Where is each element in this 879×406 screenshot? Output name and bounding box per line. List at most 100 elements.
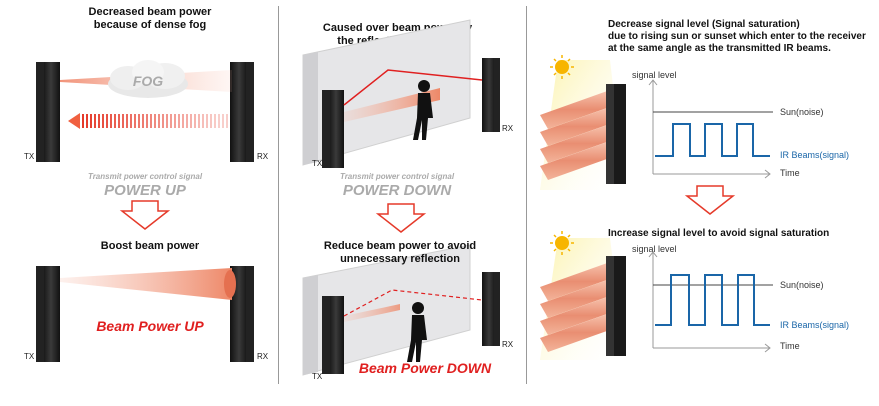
panel3-sun-label-bottom: Sun(noise)	[780, 280, 824, 290]
panel2-rx-label-bottom: RX	[502, 340, 514, 349]
panel1-arrow-stripe	[174, 114, 176, 128]
panel1-down-arrow	[119, 200, 171, 230]
panel2-tx-post	[328, 90, 344, 168]
panel1-arrow-stripe	[134, 114, 136, 128]
panel3-ylabel-bottom: signal level	[632, 244, 677, 254]
panel1-arrow-stripe	[122, 114, 124, 128]
panel2-weak-beam	[344, 304, 400, 322]
panel1-arrow-stripe	[182, 114, 184, 128]
panel3-receiver	[612, 84, 626, 184]
panel1-arrow-stripe	[150, 114, 152, 128]
panel2-rx-post	[482, 58, 496, 132]
panel2-tx-post-bottom	[328, 296, 344, 374]
panel1-result: Beam Power UP	[96, 318, 204, 334]
panel1-rx-label: RX	[257, 152, 269, 161]
panel2-reflection-line	[343, 69, 483, 106]
panel3-xlabel-top: Time	[780, 168, 800, 178]
panel2-person-bottom	[407, 302, 427, 362]
panel1-arrow-stripe	[130, 114, 132, 128]
panel1-arrow-stripe	[110, 114, 112, 128]
panel3-ylabel-top: signal level	[632, 70, 677, 80]
panel2-reflection-dashed	[343, 289, 483, 317]
panel2-down-arrow	[375, 203, 427, 233]
panel1-arrow-stripe	[102, 114, 104, 128]
panel1-arrow-stripe	[158, 114, 160, 128]
panel1-arrow-stripe	[86, 114, 88, 128]
panel1-title-line2: because of dense fog	[93, 19, 207, 31]
panel2-rx-post-bottom	[482, 272, 496, 346]
panel1-tx-post-bottom	[42, 266, 60, 362]
panel1-arrow-stripe	[214, 114, 216, 128]
panel3-ir-beams-bottom	[540, 262, 618, 352]
panel3-title-line1: Decrease signal level (Signal saturation…	[608, 19, 800, 30]
panel1-fog-cloud	[108, 60, 188, 98]
panel1-rx-label-bottom: RX	[257, 352, 269, 361]
panel1-fog-label: FOG	[132, 73, 164, 89]
panel1-arrow-stripe	[170, 114, 172, 128]
panel1-arrow-stripe	[82, 114, 84, 128]
panel1-arrow-stripe	[118, 114, 120, 128]
panel1-arrow-stripe	[146, 114, 148, 128]
panel1-arrow-stripe	[218, 114, 220, 128]
panel1-arrow-stripe	[194, 114, 196, 128]
panel3-title-line3: at the same angle as the transmitted IR …	[608, 43, 831, 54]
panel3-chart-bottom-axes	[648, 251, 771, 353]
panel1-arrow-stripe	[210, 114, 212, 128]
panel3-title-bottom: Increase signal level to avoid signal sa…	[608, 228, 830, 239]
panel1-title-bottom: Boost beam power	[100, 240, 200, 252]
panel2-rx-label: RX	[502, 124, 514, 133]
panel1-arrow-stripe	[222, 114, 224, 128]
panel1-arrow-stripe	[198, 114, 200, 128]
panel3-ir-signal-bottom	[655, 274, 770, 326]
panel2-person	[413, 80, 433, 140]
panel1-tx-label-bottom: TX	[24, 352, 35, 361]
panel1-arrow-stripe	[206, 114, 208, 128]
panel1-arrow-stripe	[226, 114, 228, 128]
panel2-tx-label: TX	[312, 159, 323, 168]
panel1-strong-beam	[60, 268, 232, 300]
panel1-arrow-stripe	[114, 114, 116, 128]
panel1-arrow-stripe	[186, 114, 188, 128]
panel3-ir-label-bottom: IR Beams(signal)	[780, 320, 850, 330]
panel1-arrow-stripe	[98, 114, 100, 128]
panel1-arrow-stripe	[106, 114, 108, 128]
panel3-receiver-bottom	[612, 256, 626, 356]
panel3-sun-icon	[550, 55, 574, 79]
panel1-arrow-stripe	[142, 114, 144, 128]
panel1-arrow-stripe	[90, 114, 92, 128]
panel1-title-line1: Decreased beam power	[88, 6, 212, 18]
panel3-title-top: Decrease signal level (Signal saturation…	[608, 19, 876, 55]
panel3-xlabel-bottom: Time	[780, 341, 800, 351]
panel1-arrow-stripe	[166, 114, 168, 128]
panel1-arrow-stripe	[94, 114, 96, 128]
panel1-arrow-stripe	[154, 114, 156, 128]
panel2-result: Beam Power DOWN	[358, 360, 492, 376]
panel3-chart-top-axes	[648, 79, 771, 179]
panel1-arrow-stripe	[162, 114, 164, 128]
panel2-title-bottom-line1: Reduce beam power to avoid	[323, 240, 477, 252]
panel3-sun-icon-bottom	[550, 231, 574, 255]
panel-divider-2	[526, 6, 527, 384]
panel3-ir-label-top: IR Beams(signal)	[780, 150, 850, 160]
panel3-sun-label-top: Sun(noise)	[780, 107, 824, 117]
panel1-rx-post	[230, 62, 248, 162]
panel2-title-bottom: Reduce beam power to avoid unnecessary r…	[310, 240, 490, 266]
panel3-ir-beams	[540, 90, 618, 180]
panel3-down-arrow	[684, 185, 736, 215]
panel1-fog-scene	[36, 60, 254, 362]
panel1-tx-post	[42, 62, 60, 162]
panel1-arrow-stripe	[178, 114, 180, 128]
panel2-beam	[344, 88, 440, 122]
panel2-power-down: POWER DOWN	[342, 182, 452, 199]
panel2-tx-label-bottom: TX	[312, 372, 323, 381]
panel2-signal-caption: Transmit power control signal	[339, 172, 455, 181]
panel1-arrow-stripe	[138, 114, 140, 128]
panel1-title-top: Decreased beam power because of dense fo…	[70, 6, 230, 32]
panel1-tx-label: TX	[24, 152, 35, 161]
panel1-arrow-stripe	[202, 114, 204, 128]
panel1-power-up: POWER UP	[104, 182, 186, 199]
panel1-striped-arrow	[68, 113, 80, 129]
panel3-title-line2: due to rising sun or sunset which enter …	[608, 31, 866, 42]
panel3-ir-signal-top	[655, 123, 770, 157]
